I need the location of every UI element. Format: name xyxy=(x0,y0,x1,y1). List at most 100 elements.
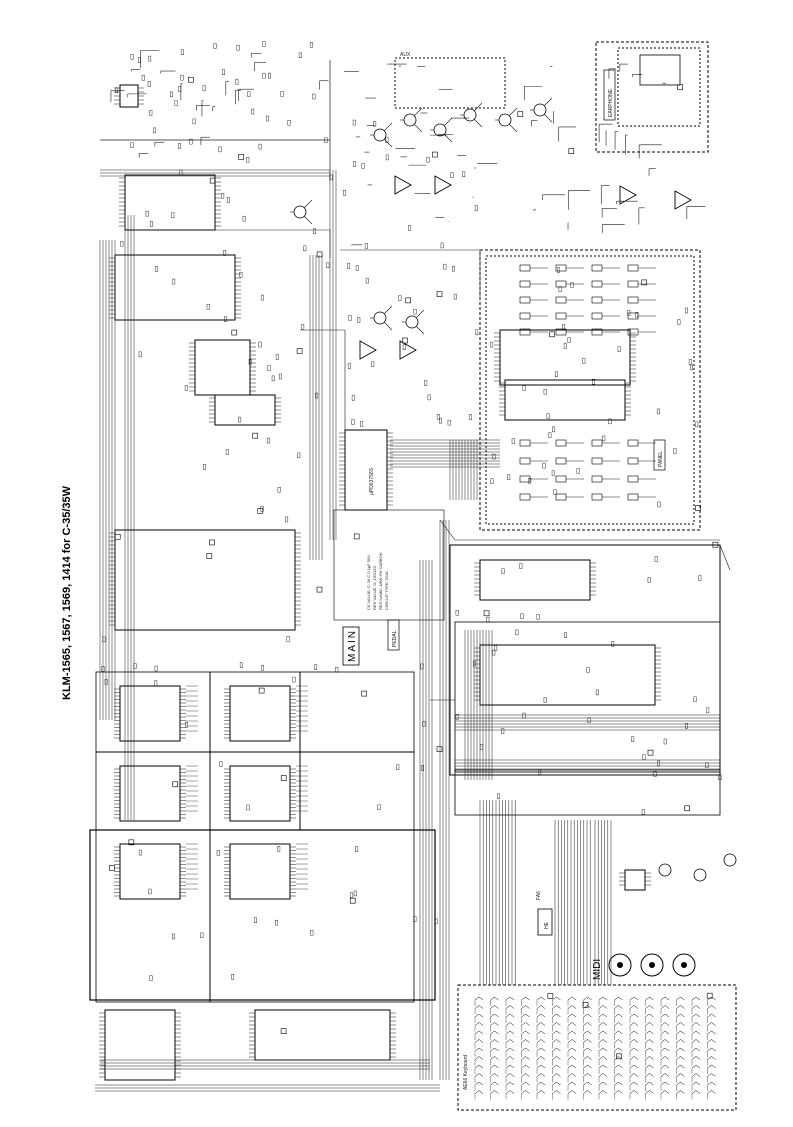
component xyxy=(520,613,524,619)
key-diode xyxy=(614,1064,623,1069)
component xyxy=(501,728,505,734)
earphone-jack xyxy=(639,54,681,86)
key-diode xyxy=(505,1073,515,1077)
component xyxy=(149,110,153,116)
component xyxy=(690,364,694,371)
key-diode xyxy=(536,1039,546,1043)
switch xyxy=(591,457,603,465)
test-point xyxy=(353,533,360,540)
component xyxy=(189,138,193,145)
wire xyxy=(719,544,731,571)
test-point xyxy=(361,690,368,697)
wire xyxy=(443,117,453,127)
component xyxy=(147,81,151,87)
component xyxy=(641,809,645,815)
switch xyxy=(519,439,531,447)
key-diode xyxy=(567,1005,577,1009)
ic-cpu-top xyxy=(124,174,216,231)
key-diode xyxy=(474,1073,484,1077)
component xyxy=(178,143,181,149)
wire xyxy=(415,309,425,319)
key-diode xyxy=(676,1056,685,1060)
wire xyxy=(473,102,483,112)
key-diode xyxy=(645,1047,654,1052)
component xyxy=(218,146,222,153)
component xyxy=(329,174,333,181)
component xyxy=(231,974,235,980)
component xyxy=(286,636,290,642)
key-diode xyxy=(676,1064,685,1069)
component xyxy=(258,143,262,150)
key-diode xyxy=(552,1005,561,1009)
wire xyxy=(383,122,393,132)
component xyxy=(326,262,330,268)
component xyxy=(582,358,586,364)
key-diode xyxy=(583,1047,592,1052)
component xyxy=(347,263,351,269)
key-diode xyxy=(691,1073,701,1077)
component xyxy=(453,293,457,300)
switch xyxy=(555,475,567,483)
test-point xyxy=(641,279,648,286)
component xyxy=(335,667,339,673)
wire xyxy=(508,123,518,133)
component xyxy=(602,435,606,442)
key-diode xyxy=(490,1013,499,1018)
key-diode xyxy=(567,1073,577,1077)
key-diode xyxy=(474,1090,484,1094)
op-amp xyxy=(674,190,692,210)
component xyxy=(439,417,442,424)
component xyxy=(202,85,206,91)
test-point xyxy=(188,76,194,83)
key-diode xyxy=(629,1022,639,1026)
test-point xyxy=(257,508,264,514)
key-diode xyxy=(583,1039,592,1043)
led xyxy=(591,296,603,304)
key-diode xyxy=(583,1090,592,1094)
switch xyxy=(555,493,567,501)
component xyxy=(462,171,466,178)
key-diode xyxy=(567,1081,577,1086)
wire xyxy=(439,519,456,541)
ic-bottom-a xyxy=(104,1009,176,1081)
key-diode xyxy=(614,1073,623,1077)
key-diode xyxy=(552,1090,561,1094)
key-diode xyxy=(645,1081,654,1086)
key-diode xyxy=(660,1030,670,1035)
key-diode xyxy=(536,1005,546,1009)
key-diode xyxy=(505,1064,515,1069)
wire xyxy=(383,138,393,148)
midi-connector xyxy=(608,953,632,977)
led xyxy=(627,264,639,272)
component xyxy=(133,663,137,669)
key-diode xyxy=(629,1030,639,1035)
component xyxy=(492,453,496,460)
ic-label-he: HE xyxy=(544,921,550,929)
component xyxy=(174,100,178,106)
main-notes: CE VALUE: C: 16 C 0.1µF 50V RES VALUE: D… xyxy=(366,552,389,610)
key-diode xyxy=(521,1039,530,1043)
component xyxy=(148,888,152,895)
component xyxy=(635,312,639,318)
key-diode xyxy=(474,1039,484,1043)
test-point xyxy=(349,897,356,904)
key-diode xyxy=(707,1005,716,1009)
key-diode xyxy=(676,1030,685,1035)
key-diode xyxy=(598,1090,608,1094)
key-diode xyxy=(521,1005,530,1009)
key-diode xyxy=(474,1081,484,1086)
midi-pin xyxy=(649,962,655,968)
key-diode xyxy=(490,1047,499,1052)
key-diode xyxy=(552,996,561,1001)
key-diode xyxy=(614,1047,623,1052)
component xyxy=(253,917,257,923)
component xyxy=(247,91,251,97)
component xyxy=(631,736,635,742)
component xyxy=(223,250,227,256)
test-point xyxy=(209,177,216,184)
component xyxy=(258,341,262,348)
component xyxy=(422,721,426,727)
component xyxy=(653,771,657,777)
key-diode xyxy=(567,1056,577,1060)
key-diode xyxy=(598,1064,608,1069)
